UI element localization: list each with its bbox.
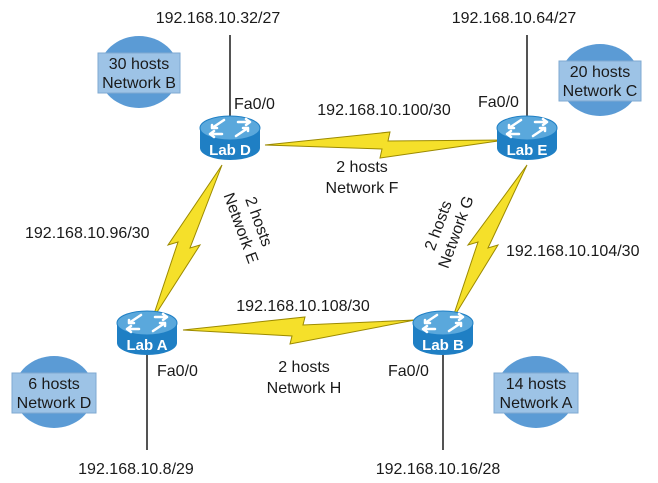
- wan-hosts-label-network-f: 2 hosts: [336, 159, 388, 176]
- router-name: Lab D: [209, 142, 251, 159]
- interface-label-lab-d: Fa0/0: [234, 96, 275, 113]
- lan-hosts-label: 14 hosts: [506, 376, 566, 393]
- wan-name-label-network-f: Network F: [326, 180, 399, 197]
- wan-name-label-network-h: Network H: [267, 380, 342, 397]
- lan-network-b: 30 hosts Network B: [97, 36, 181, 108]
- serial-link-network-e: [151, 164, 223, 321]
- serial-link-network-f: [264, 131, 506, 159]
- subnet-label-network-c: 192.168.10.64/27: [452, 10, 577, 27]
- subnet-label-network-e: 192.168.10.96/30: [25, 225, 150, 242]
- router-lab-b[interactable]: Lab B: [411, 309, 475, 357]
- subnet-label-network-a: 192.168.10.16/28: [376, 461, 501, 478]
- serial-link-network-h: [182, 316, 416, 345]
- wan-hosts-label-network-h: 2 hosts: [278, 359, 330, 376]
- interface-label-lab-e: Fa0/0: [478, 94, 519, 111]
- subnet-label-network-g: 192.168.10.104/30: [506, 243, 640, 260]
- lan-name-label: Network B: [102, 75, 176, 92]
- subnet-label-network-h: 192.168.10.108/30: [236, 298, 370, 315]
- router-name: Lab A: [126, 337, 167, 354]
- lan-name-label: Network C: [563, 83, 638, 100]
- router-lab-a[interactable]: Lab A: [115, 309, 179, 357]
- subnet-label-network-d: 192.168.10.8/29: [78, 461, 194, 478]
- interface-label-lab-a: Fa0/0: [157, 363, 198, 380]
- lan-hosts-label: 30 hosts: [109, 56, 169, 73]
- lan-hosts-label: 6 hosts: [28, 376, 80, 393]
- lan-hosts-label: 20 hosts: [570, 64, 630, 81]
- interface-label-lab-b: Fa0/0: [388, 363, 429, 380]
- router-name: Lab E: [507, 142, 548, 159]
- subnet-label-network-b: 192.168.10.32/27: [156, 10, 281, 27]
- subnet-label-network-f: 192.168.10.100/30: [317, 102, 451, 119]
- router-lab-e[interactable]: Lab E: [495, 114, 559, 162]
- lan-network-c: 20 hosts Network C: [558, 44, 642, 116]
- wan-label-network-g: 2 hosts Network G: [422, 194, 478, 271]
- lan-network-d: 6 hosts Network D: [11, 356, 97, 428]
- router-lab-d[interactable]: Lab D: [198, 114, 262, 162]
- lan-name-label: Network D: [17, 395, 92, 412]
- wan-label-network-e: 2 hosts Network E: [220, 191, 275, 266]
- lan-name-label: Network A: [500, 395, 573, 412]
- lan-network-a: 14 hosts Network A: [493, 356, 579, 428]
- router-name: Lab B: [422, 337, 464, 354]
